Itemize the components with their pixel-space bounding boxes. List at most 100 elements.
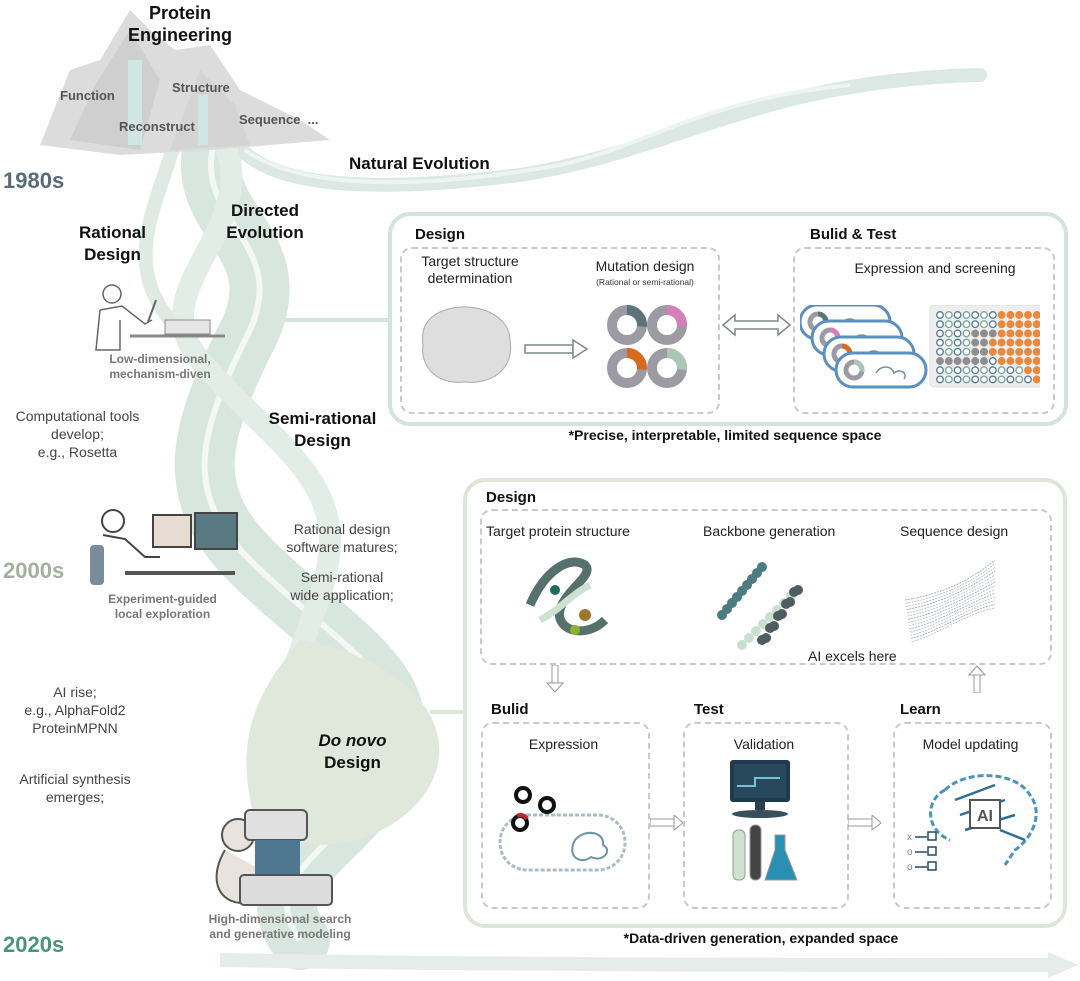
sequence-line [906, 570, 996, 610]
note-ai-line-3: ProteinMPNN [32, 720, 118, 736]
plate-well [1006, 366, 1015, 375]
plasmid-cell-icon [498, 786, 627, 872]
title-protein-engineering: Protein Engineering [110, 2, 250, 46]
arrow-build-to-test-icon [650, 815, 684, 831]
plate-well [980, 329, 988, 338]
plate-well [988, 329, 997, 338]
plate-well [1024, 338, 1032, 347]
mountain-label-reconstruct: Reconstruct [119, 119, 195, 134]
plate-well [1015, 366, 1024, 375]
plate-well [944, 347, 953, 356]
plate-well [1024, 320, 1032, 329]
plate-well [980, 311, 988, 319]
plate-well [980, 338, 988, 347]
top-design-box [400, 247, 720, 414]
plate-well [1015, 329, 1024, 338]
panel-ai-workflow [463, 478, 1067, 928]
plate-well [1024, 329, 1032, 338]
build-title: Bulid [491, 701, 529, 718]
plate-well [988, 311, 997, 319]
plate-well [953, 347, 962, 356]
plate-well [936, 357, 944, 365]
plate-well [962, 311, 971, 319]
plate-well [1006, 347, 1015, 356]
plate-well [944, 311, 953, 319]
plate-well [936, 311, 944, 319]
sequence-line [906, 574, 996, 614]
label-semi-rational-design: Semi-rational Design [255, 408, 390, 452]
plate-well [988, 357, 997, 365]
rational-line-2: Design [84, 245, 141, 264]
plate-well [997, 338, 1006, 347]
plate-well [997, 366, 1006, 375]
arrow-test-to-learn-icon [848, 815, 882, 831]
test-tube-icon [732, 829, 746, 881]
test-title: Test [694, 701, 724, 718]
note-ai-line-1: AI rise; [53, 684, 97, 700]
semi-line-2: Design [294, 431, 351, 450]
caption-rational-line-2: mechanism-diven [109, 367, 211, 381]
plate-well [971, 347, 980, 356]
plate-well [1032, 320, 1040, 329]
sequence-line [909, 596, 996, 633]
plate-well [944, 329, 953, 338]
plate-well [1024, 366, 1032, 375]
target-line-1: Target structure [421, 253, 519, 269]
scientist-bench-icon [95, 284, 225, 351]
plate-well [988, 347, 997, 356]
sequence-design-label: Sequence design [900, 523, 1009, 539]
test-box [683, 722, 849, 909]
plate-well [962, 357, 971, 365]
sequence-line [908, 589, 996, 626]
right-arrow-icon [524, 338, 589, 360]
plate-well [1032, 375, 1040, 384]
era-1980s: 1980s [3, 168, 65, 193]
label-natural-evolution: Natural Evolution [349, 154, 490, 173]
expression-screening-label: Expression and screening [854, 260, 1016, 276]
title-line-2: Engineering [127, 25, 232, 45]
plate-well [962, 375, 971, 384]
plate-well [1006, 338, 1015, 347]
learn-box [893, 722, 1052, 909]
note-semi-line-2: wide application; [290, 587, 394, 603]
plate-well [936, 366, 944, 375]
plate-well [971, 338, 980, 347]
plate-well [988, 320, 997, 329]
sequence-line [905, 563, 996, 604]
plate-well [953, 338, 962, 347]
plate-well [1032, 338, 1040, 347]
bidirectional-arrow-icon [721, 313, 792, 337]
plate-well [944, 338, 953, 347]
plate-well [997, 311, 1006, 319]
backbone-bead [769, 621, 779, 631]
plate-well [1015, 375, 1024, 384]
timeline-arrow-shaft [219, 953, 1051, 972]
sequence-line [910, 600, 996, 636]
validation-illustration [730, 760, 798, 881]
plate-well [971, 357, 980, 365]
semi-line-1: Semi-rational [268, 409, 377, 428]
plate-well [1032, 347, 1040, 356]
backbone-bead [751, 626, 761, 636]
plate-well [988, 375, 997, 384]
caption-semi: Experiment-guided local exploration [100, 592, 225, 622]
era-2020s: 2020s [3, 932, 65, 957]
backbone-bead [785, 597, 795, 607]
model-updating-label: Model updating [922, 736, 1019, 752]
sequence-line [907, 578, 996, 617]
label-rational-design: Rational Design [65, 222, 160, 266]
note-comp-line-3: e.g., Rosetta [37, 444, 118, 460]
plate-well [980, 357, 988, 365]
target-line-2: determination [427, 270, 513, 286]
plate-well [962, 366, 971, 375]
plate-well [980, 347, 988, 356]
top-design-title: Design [415, 226, 466, 243]
svg-text:o: o [907, 847, 913, 858]
note-ai-line-2: e.g., AlphaFold2 [24, 702, 126, 718]
svg-text:x: x [907, 832, 912, 843]
note-semi-line-1: Semi-rational [300, 569, 384, 585]
plate-well [980, 375, 988, 384]
plate-well [971, 366, 980, 375]
caption-rational-line-1: Low-dimensional, [109, 352, 211, 366]
plate-well [1032, 311, 1040, 319]
